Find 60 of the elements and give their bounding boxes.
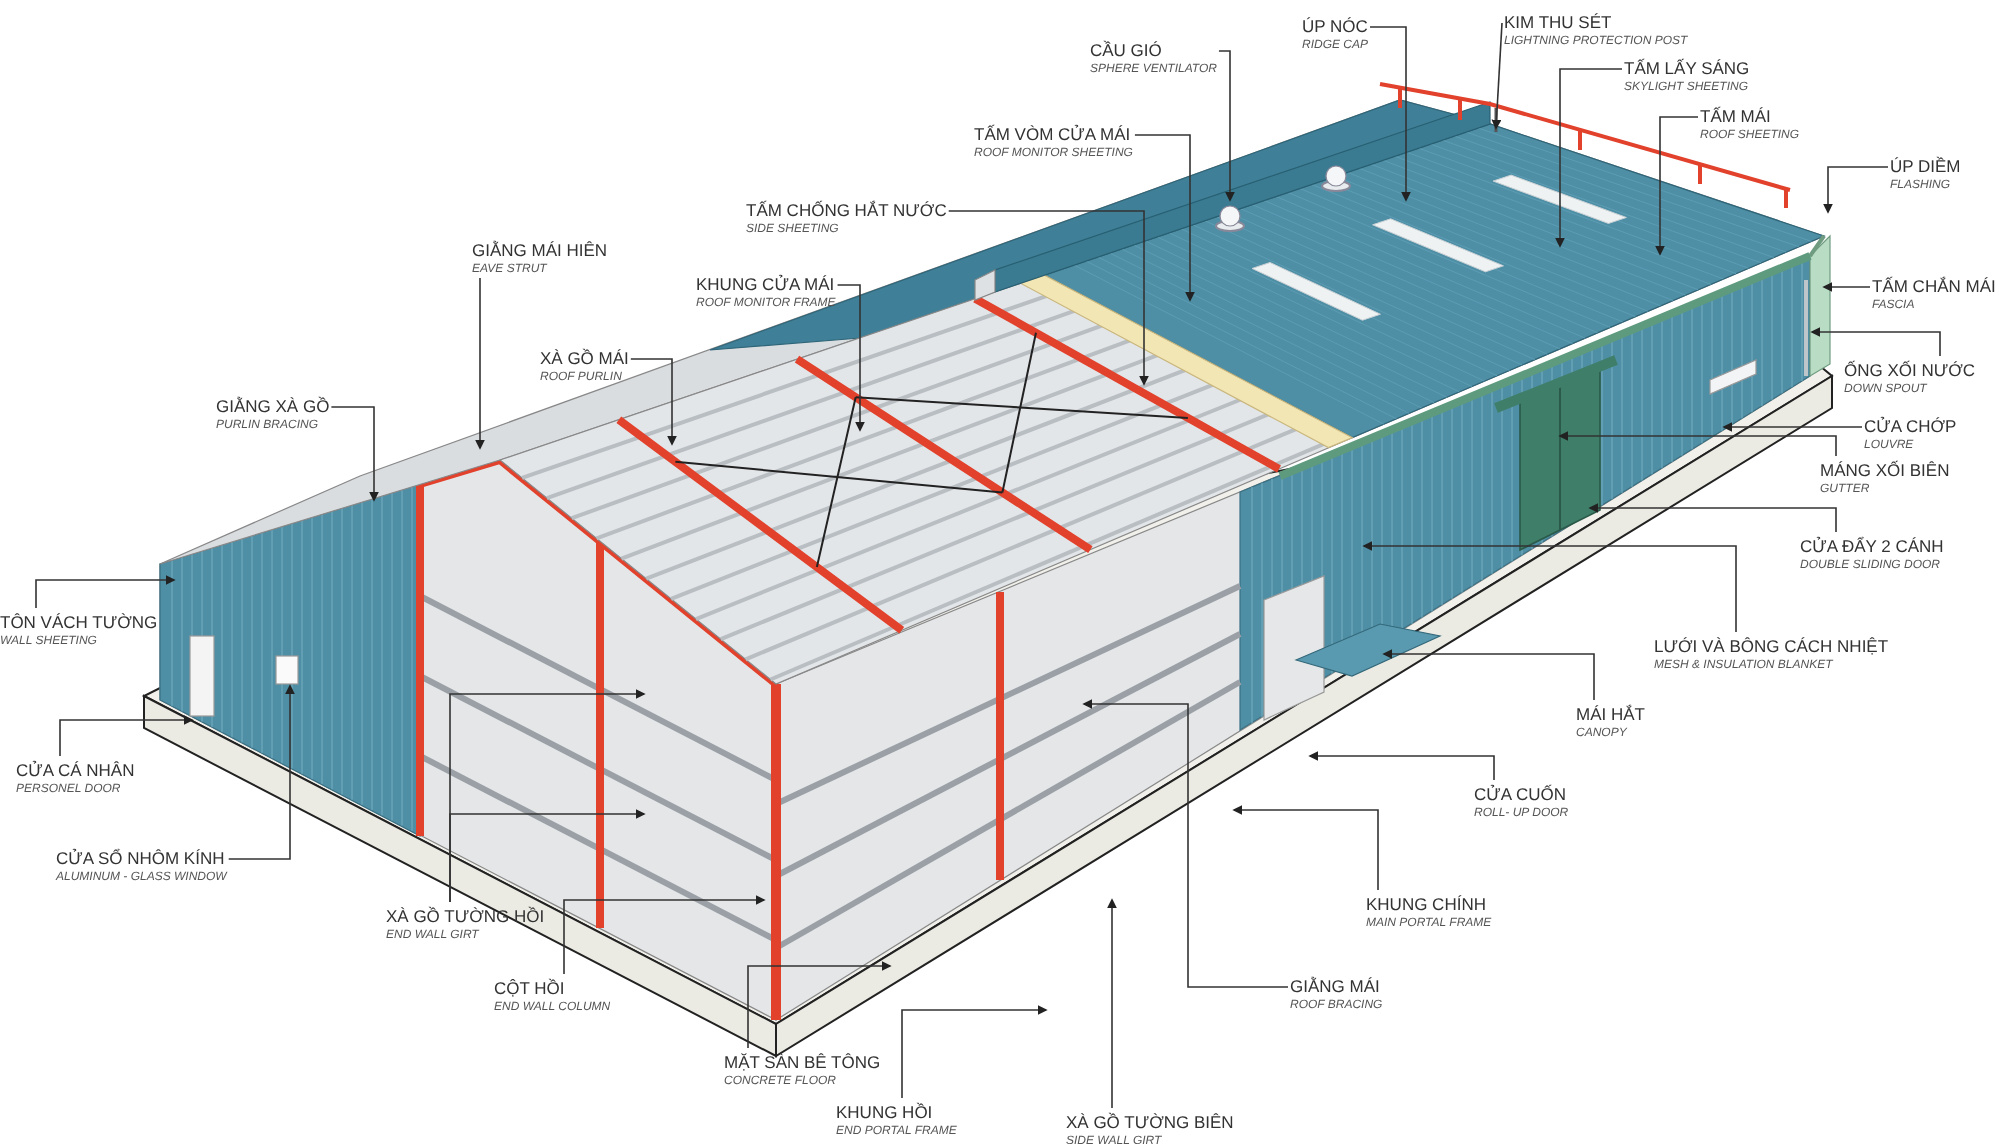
part-name: KIM THU SÉT — [1504, 10, 1614, 34]
part-name: CỬA CÁ NHÂN — [16, 758, 135, 782]
part-name: TÔN VÁCH TƯỜNG — [0, 610, 158, 634]
part-name: MÁI HẮT — [1576, 702, 1645, 726]
leader-line — [947, 210, 1149, 386]
part-name: MÁNG XỐI BIÊN — [1820, 458, 1950, 482]
part-name: GIẰNG MÁI HIÊN — [472, 238, 608, 262]
leader-line — [1558, 431, 1837, 457]
leader-line — [475, 277, 485, 450]
leader-line — [1655, 116, 1699, 256]
part-name: TẤM CHẮN MÁI — [1872, 274, 1996, 298]
leader-line — [1822, 282, 1871, 292]
leader-line — [1810, 327, 1941, 357]
part-name: TẤM MÁI — [1700, 104, 1773, 128]
leader-line — [1555, 68, 1623, 248]
part-name: KHUNG CỬA MÁI — [696, 272, 836, 296]
leader-line — [227, 684, 295, 860]
leader-line — [1823, 166, 1889, 214]
part-name: KHUNG HỒI — [836, 1100, 935, 1124]
part-name: KHUNG CHÍNH — [1366, 892, 1488, 916]
part-name: CỬA CHỚP — [1864, 414, 1957, 438]
leader-line — [59, 715, 194, 757]
part-name: ÚP NÓC — [1302, 14, 1369, 38]
leader-line — [1082, 699, 1289, 988]
leader-line — [836, 284, 865, 432]
part-name: CỬA CUỐN — [1474, 782, 1568, 806]
leader-line — [330, 406, 379, 502]
leader-line — [1382, 649, 1595, 701]
leader-line — [901, 1005, 1048, 1099]
part-name: CẦU GIÓ — [1090, 38, 1164, 62]
leader-line — [1722, 422, 1863, 432]
leader-line — [1491, 22, 1503, 130]
part-name: XÀ GỒ TƯỜNG HỒI — [386, 904, 545, 928]
leader-line — [1308, 751, 1495, 781]
part-name: CỘT HỒI — [494, 976, 567, 1000]
part-name: TẤM VÒM CỬA MÁI — [974, 122, 1133, 146]
part-name: GIẰNG XÀ GỒ — [216, 394, 330, 418]
leader-line — [1362, 541, 1737, 633]
part-name: TẤM CHỐNG HẮT NƯỚC — [746, 198, 947, 222]
leader-line — [449, 809, 646, 903]
leader-line — [563, 895, 766, 975]
leader-line — [747, 961, 892, 1049]
part-name: ỐNG XỐI NƯỚC — [1844, 358, 1976, 382]
part-name: LƯỚI VÀ BÔNG CÁCH NHIỆT — [1654, 634, 1889, 658]
part-name: GIẰNG MÁI — [1290, 974, 1382, 998]
leader-line — [1369, 26, 1411, 202]
part-name: XÀ GỒ MÁI — [540, 346, 629, 370]
leader-line — [1588, 503, 1837, 533]
part-name: CỬA SỔ NHÔM KÍNH — [56, 846, 227, 870]
leader-line — [1232, 805, 1379, 891]
leader-line — [1134, 134, 1195, 302]
part-name: XÀ GỒ TƯỜNG BIÊN — [1066, 1110, 1234, 1134]
leader-line — [35, 575, 176, 609]
part-name: MẶT SÀN BÊ TÔNG — [724, 1050, 881, 1074]
leader-line — [630, 358, 677, 446]
part-name: ÚP DIỀM — [1890, 154, 1961, 178]
part-name: CỬA ĐẨY 2 CÁNH — [1800, 534, 1944, 558]
leader-line — [1107, 898, 1117, 1109]
part-name: TẤM LẤY SÁNG — [1624, 56, 1750, 80]
leader-line — [1218, 50, 1235, 202]
